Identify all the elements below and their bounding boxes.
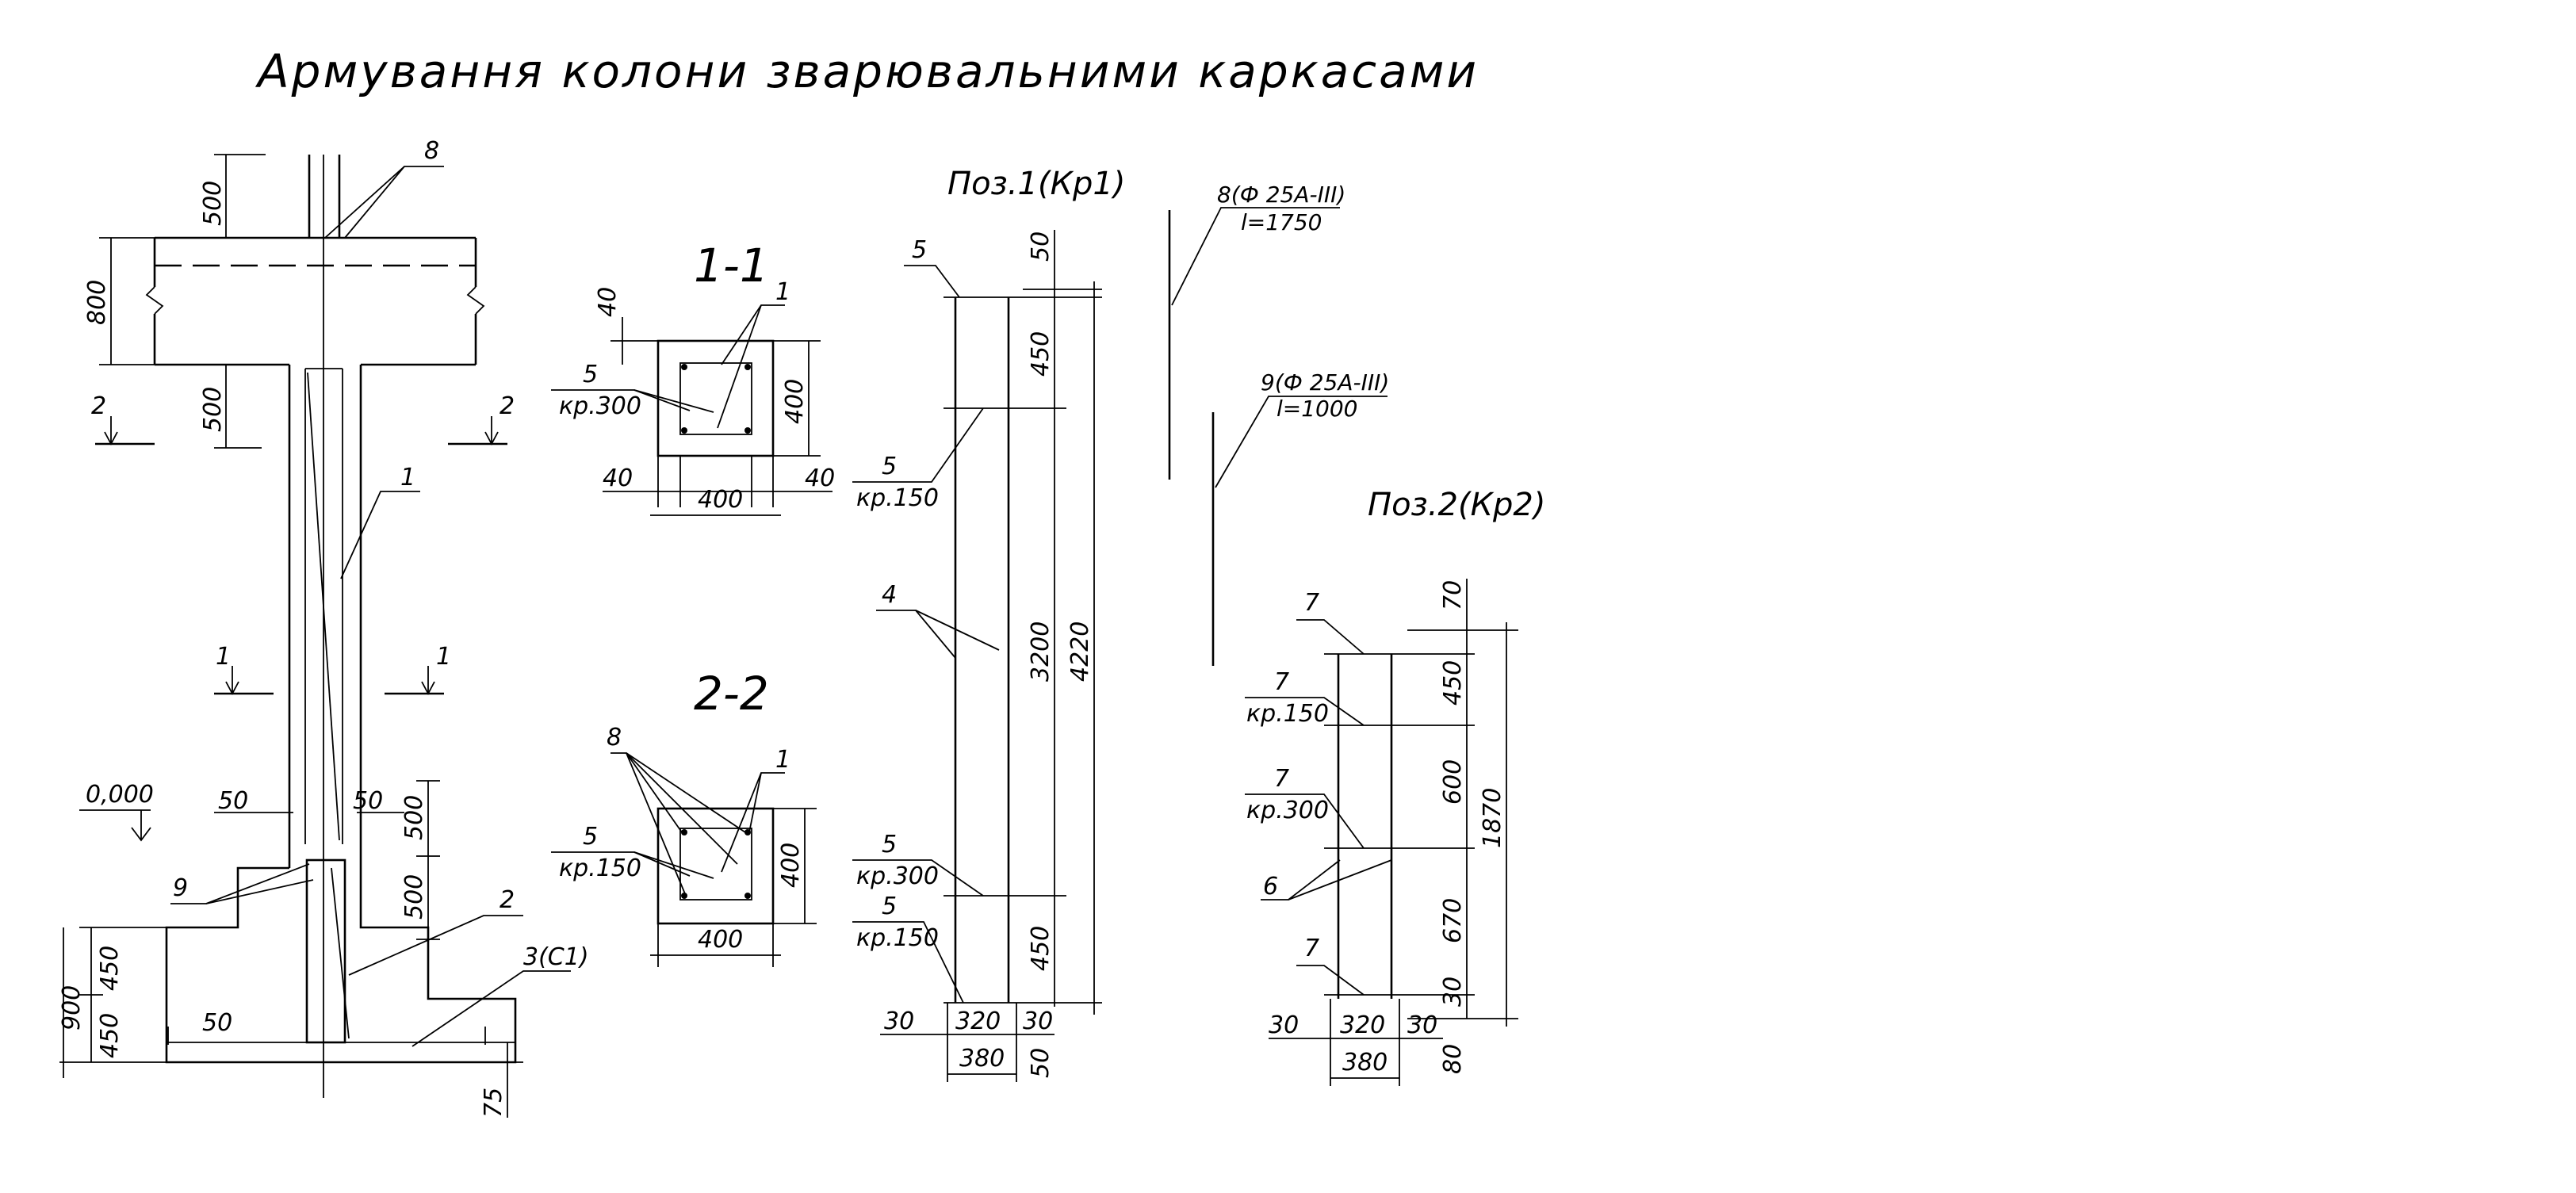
- drawing-title: Армування колони зварювальними каркасами: [255, 44, 1479, 98]
- frame-kr2: Поз.2(Кр2) 70 450 600 670 30 1870 30 320…: [1245, 487, 1545, 1086]
- kr2-dim-70: 70: [1439, 580, 1467, 610]
- kr1-label-5-b: 5: [882, 453, 897, 480]
- bar9-line2: l=1000: [1277, 396, 1358, 422]
- kr1-dim-450-bottom: 450: [1027, 926, 1055, 971]
- kr2-label-7-c: 7: [1274, 765, 1289, 793]
- label-1: 1: [400, 464, 415, 491]
- kr2-dim-30-left: 30: [1269, 1011, 1299, 1039]
- sec22-label-1: 1: [775, 746, 790, 774]
- frame-kr1: Поз.1(Кр1) 50 450 3200 4220 450 30 320 3…: [852, 166, 1125, 1082]
- cut-2-right-label: 2: [500, 392, 515, 420]
- sec11-dim-400-v: 400: [781, 379, 809, 424]
- sec22-label-5-spacing: кр.150: [559, 855, 641, 882]
- kr1-label-5-c-spacing: кр.300: [856, 862, 939, 890]
- kr2-dim-670: 670: [1439, 898, 1467, 943]
- label-8: 8: [424, 137, 439, 165]
- kr1-dim-320: 320: [955, 1008, 1001, 1035]
- label-2: 2: [500, 886, 515, 914]
- kr2-dim-450: 450: [1439, 660, 1467, 705]
- dim-500-b: 500: [400, 874, 428, 920]
- kr2-dim-30-right: 30: [1407, 1011, 1437, 1039]
- dim-50-foundation: 50: [202, 1009, 232, 1037]
- dim-50-right: 50: [353, 787, 383, 815]
- kr2-dim-600: 600: [1439, 759, 1467, 805]
- kr1-dim-50-bottom: 50: [1027, 1048, 1055, 1078]
- kr2-dim-80: 80: [1439, 1044, 1467, 1074]
- sec22-dim-400-h: 400: [698, 926, 743, 954]
- kr2-label-6: 6: [1263, 873, 1278, 900]
- kr2-dim-1870: 1870: [1479, 788, 1506, 848]
- dim-500-a: 500: [400, 795, 428, 840]
- section-1-1-title: 1-1: [694, 239, 769, 293]
- sec11-label-5: 5: [583, 361, 598, 388]
- kr1-label-4: 4: [882, 581, 897, 609]
- bar8-line2: l=1750: [1241, 209, 1322, 235]
- bar-9: 9(Ф 25А-III) l=1000: [1211, 369, 1389, 666]
- kr1-dim-450-top: 450: [1027, 331, 1055, 377]
- kr1-label-5-d-spacing: кр.150: [856, 924, 939, 952]
- kr1-dim-30-right: 30: [1023, 1008, 1053, 1035]
- section-2-2: 2-2 400 400 8 1 5 кр.150: [551, 667, 817, 967]
- sec11-dim-400-h: 400: [698, 486, 743, 514]
- dim-450-lower: 450: [96, 1013, 124, 1058]
- sec11-dim-40-top: 40: [594, 287, 622, 317]
- bar8-line1: 8(Ф 25А-III): [1217, 182, 1345, 208]
- kr2-title: Поз.2(Кр2): [1368, 487, 1545, 523]
- dim-500-mid: 500: [199, 387, 227, 432]
- kr1-dim-50-top: 50: [1027, 231, 1055, 262]
- dim-50-left: 50: [218, 787, 248, 815]
- kr1-label-5-a: 5: [912, 236, 927, 264]
- cut-2-left-label: 2: [91, 392, 106, 420]
- dim-450-upper: 450: [96, 946, 124, 991]
- bar-8: 8(Ф 25А-III) l=1750: [1168, 182, 1345, 480]
- section-1-1: 1-1 40 400 40 400 40 1 5 кр.300: [551, 239, 835, 516]
- kr2-label-7-b-spacing: кр.150: [1246, 700, 1329, 728]
- dim-75: 75: [480, 1088, 507, 1118]
- kr1-dim-30-left: 30: [884, 1008, 914, 1035]
- kr2-label-7-d: 7: [1304, 935, 1319, 962]
- kr2-dim-380: 380: [1342, 1049, 1388, 1076]
- kr1-label-5-d: 5: [882, 893, 897, 920]
- cut-1-right-label: 1: [436, 643, 451, 671]
- kr1-dim-4220: 4220: [1066, 621, 1094, 682]
- dim-500-top: 500: [199, 181, 227, 226]
- label-9: 9: [173, 874, 188, 902]
- sec22-label-5: 5: [583, 823, 598, 851]
- kr2-dim-320: 320: [1340, 1011, 1385, 1039]
- kr2-label-7-c-spacing: кр.300: [1246, 797, 1329, 824]
- sec11-label-1: 1: [775, 278, 790, 306]
- kr1-label-5-b-spacing: кр.150: [856, 484, 939, 512]
- kr1-dim-3200: 3200: [1027, 621, 1055, 682]
- bar9-line1: 9(Ф 25А-III): [1261, 369, 1389, 396]
- sec11-dim-40-right: 40: [805, 465, 835, 492]
- kr1-title: Поз.1(Кр1): [947, 166, 1125, 202]
- dim-900: 900: [58, 985, 86, 1030]
- sec22-dim-400-v: 400: [777, 843, 805, 888]
- kr1-label-5-c: 5: [882, 831, 897, 858]
- dim-800: 800: [83, 280, 111, 325]
- kr1-dim-380: 380: [959, 1045, 1005, 1073]
- label-3-c1: 3(С1): [523, 943, 589, 971]
- section-2-2-title: 2-2: [694, 667, 769, 721]
- kr2-label-7-a: 7: [1304, 589, 1319, 617]
- kr2-dim-30-bottom: 30: [1439, 977, 1467, 1007]
- sec11-label-5-spacing: кр.300: [559, 392, 641, 420]
- cut-1-left-label: 1: [216, 643, 231, 671]
- level-label: 0,000: [86, 781, 154, 809]
- kr2-label-7-b: 7: [1274, 668, 1289, 696]
- column-elevation: 0,000 2 2 1 1 500 800 500 50 50: [58, 137, 589, 1118]
- sec11-dim-40-left: 40: [603, 465, 633, 492]
- sec22-label-8: 8: [607, 724, 622, 751]
